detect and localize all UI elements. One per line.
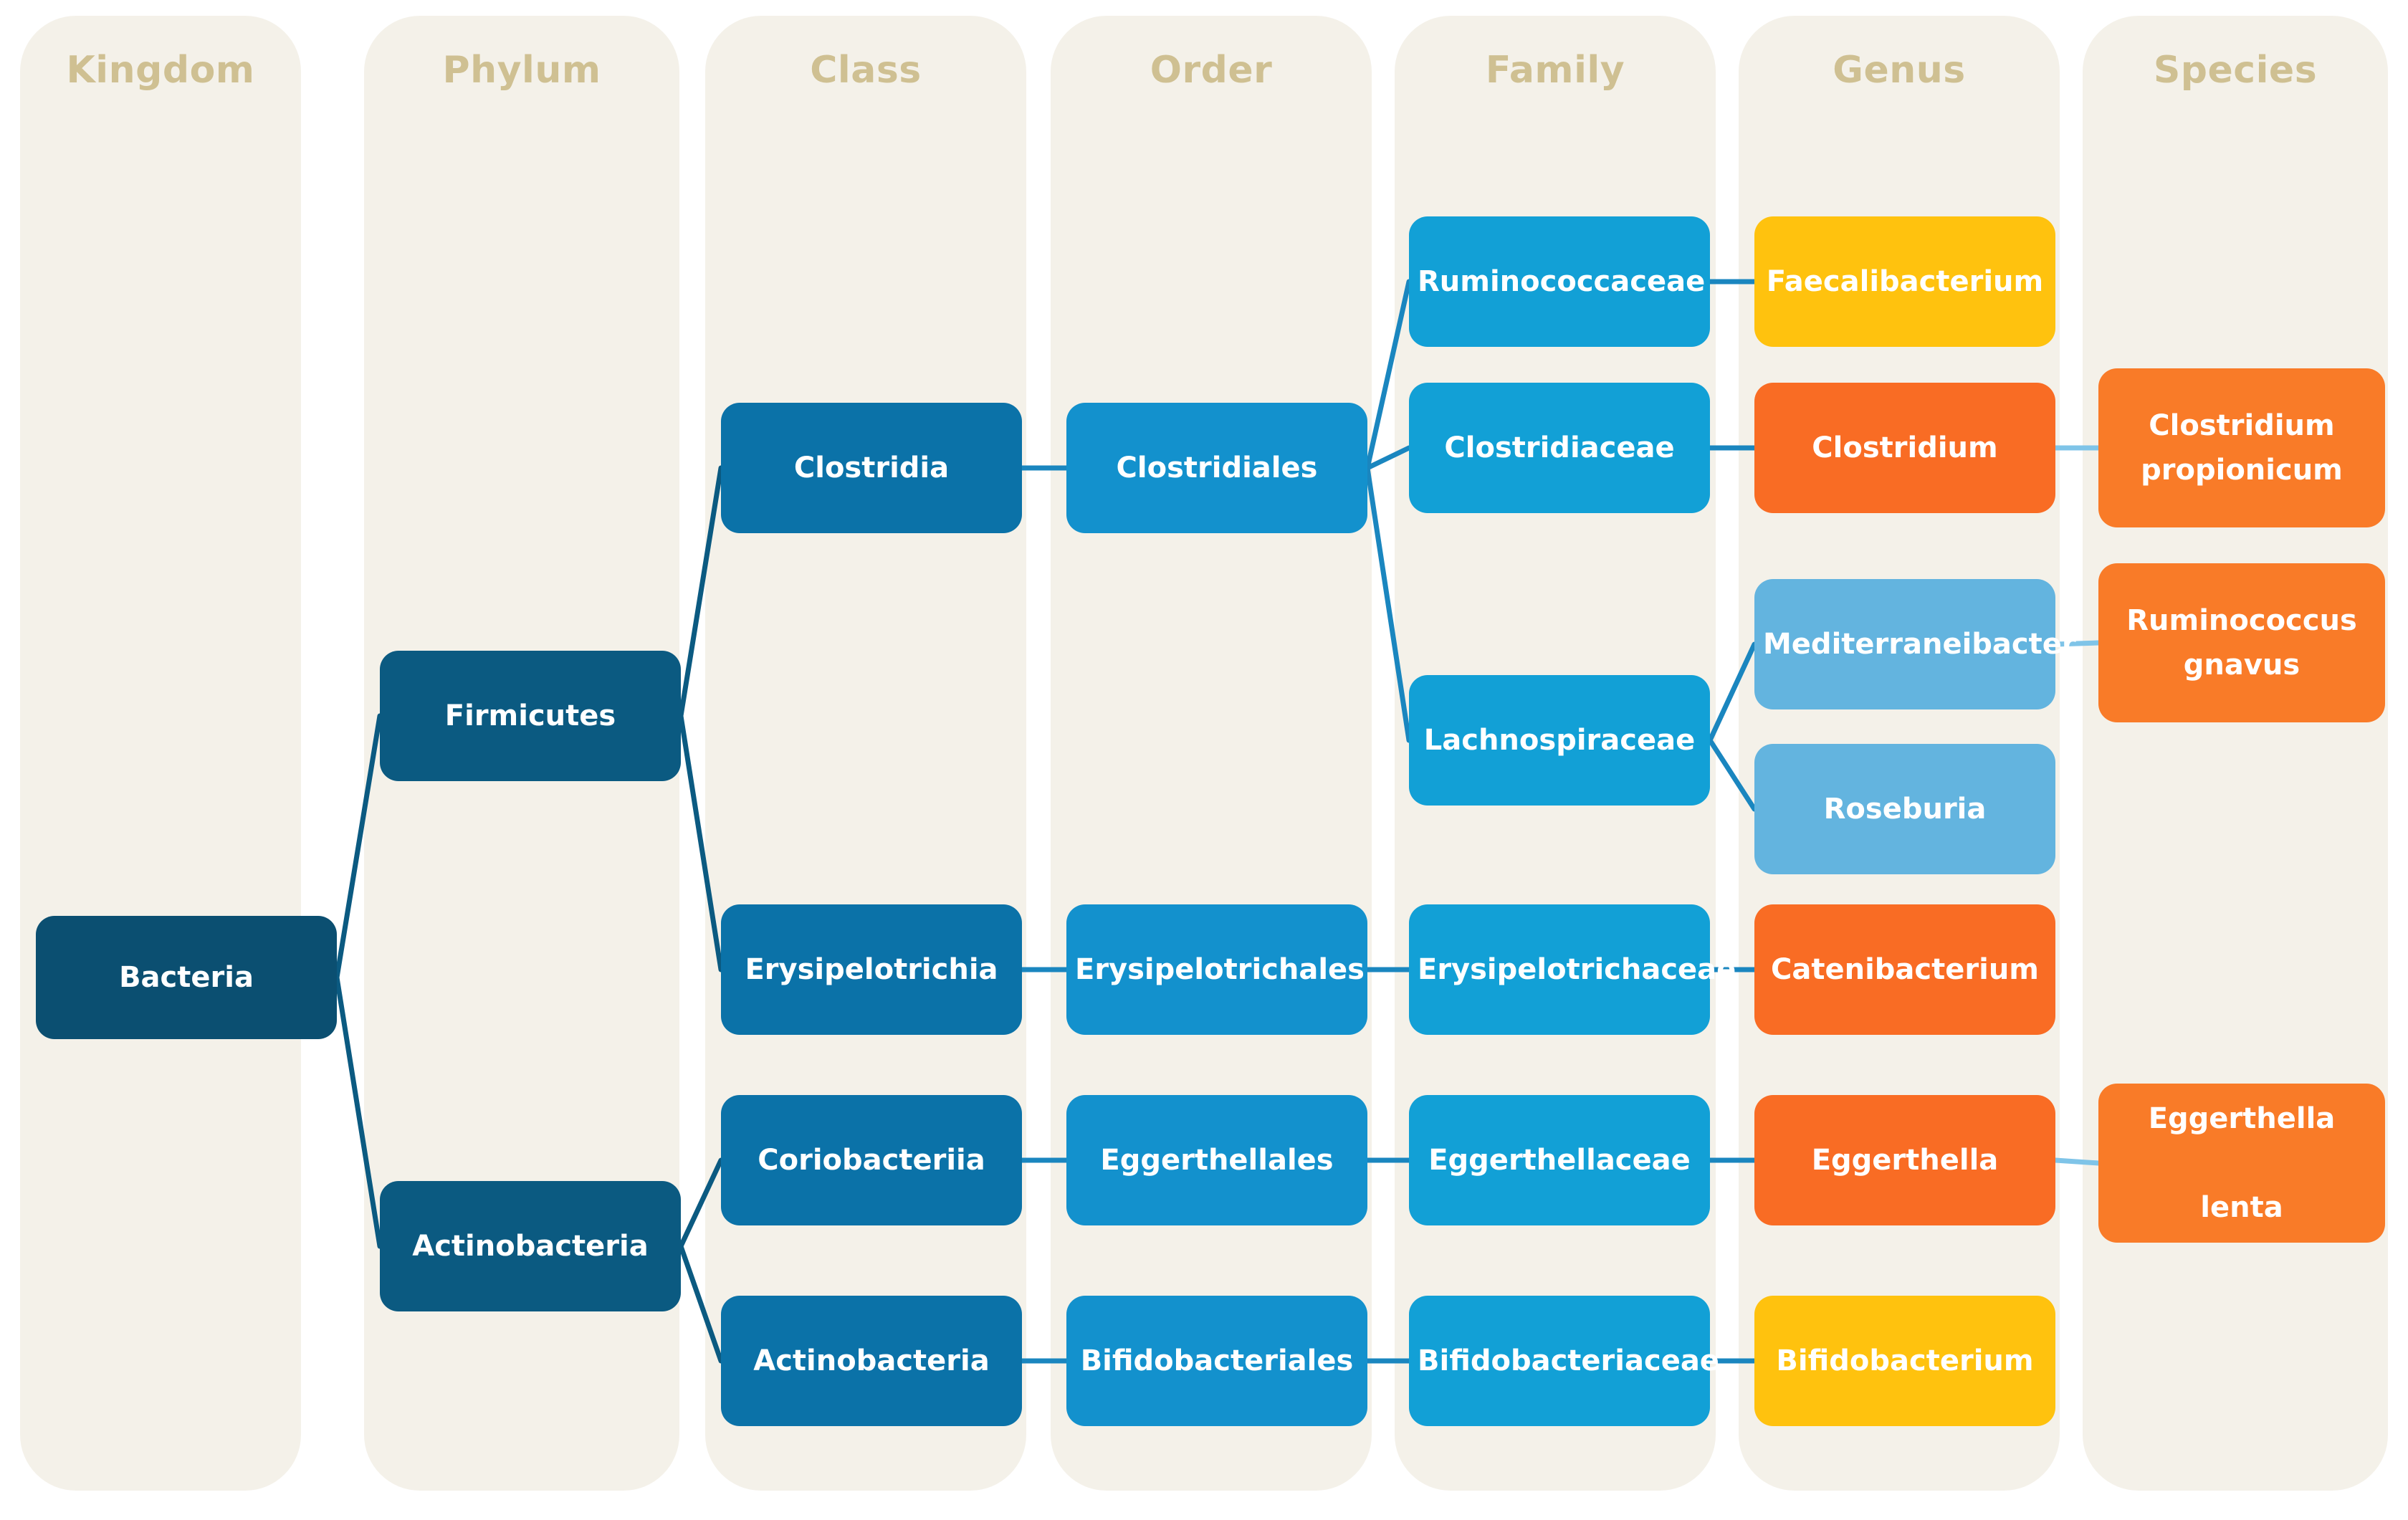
taxon-node-eggerthellaceae[interactable]: Eggerthellaceae (1409, 1095, 1710, 1225)
taxon-node-label: Erysipelotrichales (1075, 953, 1365, 986)
taxon-node-actinobacteria_p[interactable]: Actinobacteria (380, 1181, 681, 1311)
taxon-node-label: Bifidobacteriales (1080, 1344, 1354, 1377)
taxon-node-mediterraneibacter[interactable]: Mediterraneibacter (1754, 579, 2076, 709)
rank-column-species: Species (2083, 16, 2388, 1491)
taxon-node-clostridium_g[interactable]: Clostridium (1754, 383, 2055, 513)
taxon-node-ruminococcaceae[interactable]: Ruminococcaceae (1409, 216, 1710, 347)
taxon-node-label: Lachnospiraceae (1423, 724, 1696, 757)
taxon-node-erysipelotrichia[interactable]: Erysipelotrichia (721, 904, 1022, 1035)
taxon-node-label: Bifidobacteriaceae (1418, 1344, 1719, 1377)
taxon-node-label: Clostridiales (1116, 451, 1318, 484)
taxon-node-lachnospiraceae[interactable]: Lachnospiraceae (1409, 675, 1710, 806)
taxon-node-bifidobacteriales[interactable]: Bifidobacteriales (1066, 1296, 1367, 1426)
taxon-node-label: Ruminococcaceae (1418, 265, 1706, 298)
rank-header-phylum: Phylum (442, 49, 601, 92)
taxon-node-actinobacteria_c[interactable]: Actinobacteria (721, 1296, 1022, 1426)
taxon-node-clostridia[interactable]: Clostridia (721, 403, 1022, 533)
taxon-node-label: Mediterraneibacter (1763, 628, 2076, 661)
rank-header-kingdom: Kingdom (66, 49, 255, 92)
taxon-node-label: Eggerthellaceae (1428, 1144, 1691, 1177)
taxon-node-erysipelotrichaceae[interactable]: Erysipelotrichaceae (1409, 904, 1736, 1035)
taxon-node-clostridiaceae[interactable]: Clostridiaceae (1409, 383, 1710, 513)
taxon-node-roseburia[interactable]: Roseburia (1754, 744, 2055, 874)
taxon-node-label: Actinobacteria (412, 1230, 649, 1263)
taxon-node-bifidobacteriaceae[interactable]: Bifidobacteriaceae (1409, 1296, 1719, 1426)
taxon-node-faecalibacterium[interactable]: Faecalibacterium (1754, 216, 2055, 347)
rank-header-species: Species (2153, 49, 2318, 92)
taxon-node-label: Clostridium propionicum (2141, 409, 2343, 487)
taxon-node-label: Catenibacterium (1771, 953, 2039, 986)
rank-column-kingdom: Kingdom (20, 16, 301, 1491)
rank-header-family: Family (1485, 49, 1625, 92)
taxon-node-label: Coriobacteriia (758, 1144, 985, 1177)
taxon-node-erysipelotrichales[interactable]: Erysipelotrichales (1066, 904, 1367, 1035)
taxon-node-label: Clostridiaceae (1444, 431, 1675, 464)
rank-header-order: Order (1150, 49, 1273, 92)
taxon-node-clostridiales[interactable]: Clostridiales (1066, 403, 1367, 533)
taxon-node-label: Ruminococcus gnavus (2126, 604, 2357, 682)
taxon-node-label: Clostridia (793, 451, 950, 484)
taxon-node-eggerthellales[interactable]: Eggerthellales (1066, 1095, 1367, 1225)
taxon-node-bifidobacterium[interactable]: Bifidobacterium (1754, 1296, 2055, 1426)
taxon-node-label: Erysipelotrichaceae (1418, 953, 1736, 986)
taxon-node-ruminococcus_gnavus[interactable]: Ruminococcus gnavus (2098, 563, 2385, 722)
taxon-node-label: Erysipelotrichia (745, 953, 998, 986)
taxon-node-label: Bacteria (119, 961, 254, 994)
taxon-node-label: Clostridium (1812, 431, 1998, 464)
taxon-node-clostridium_prop[interactable]: Clostridium propionicum (2098, 368, 2385, 527)
taxon-node-label: Eggerthellales (1100, 1144, 1334, 1177)
taxon-node-label: Eggerthella (1811, 1144, 1999, 1177)
taxon-node-eggerthella_lenta[interactable]: Eggerthella lenta (2098, 1084, 2385, 1243)
rank-header-class: Class (810, 49, 922, 92)
rank-header-genus: Genus (1833, 49, 1966, 92)
taxon-node-label: Actinobacteria (753, 1344, 990, 1377)
rank-column-class: Class (705, 16, 1026, 1491)
rank-column-order: Order (1051, 16, 1372, 1491)
taxon-node-eggerthella_g[interactable]: Eggerthella (1754, 1095, 2055, 1225)
taxon-node-firmicutes[interactable]: Firmicutes (380, 651, 681, 781)
taxon-node-label: Faecalibacterium (1766, 265, 2044, 298)
taxon-node-label: Eggerthella lenta (2148, 1102, 2336, 1224)
taxon-node-catenibacterium[interactable]: Catenibacterium (1754, 904, 2055, 1035)
taxon-node-label: Bifidobacterium (1776, 1344, 2034, 1377)
taxon-node-bacteria[interactable]: Bacteria (36, 916, 337, 1039)
taxon-node-label: Firmicutes (444, 699, 616, 732)
taxon-node-coriobacteriia[interactable]: Coriobacteriia (721, 1095, 1022, 1225)
taxon-node-label: Roseburia (1823, 793, 1987, 826)
